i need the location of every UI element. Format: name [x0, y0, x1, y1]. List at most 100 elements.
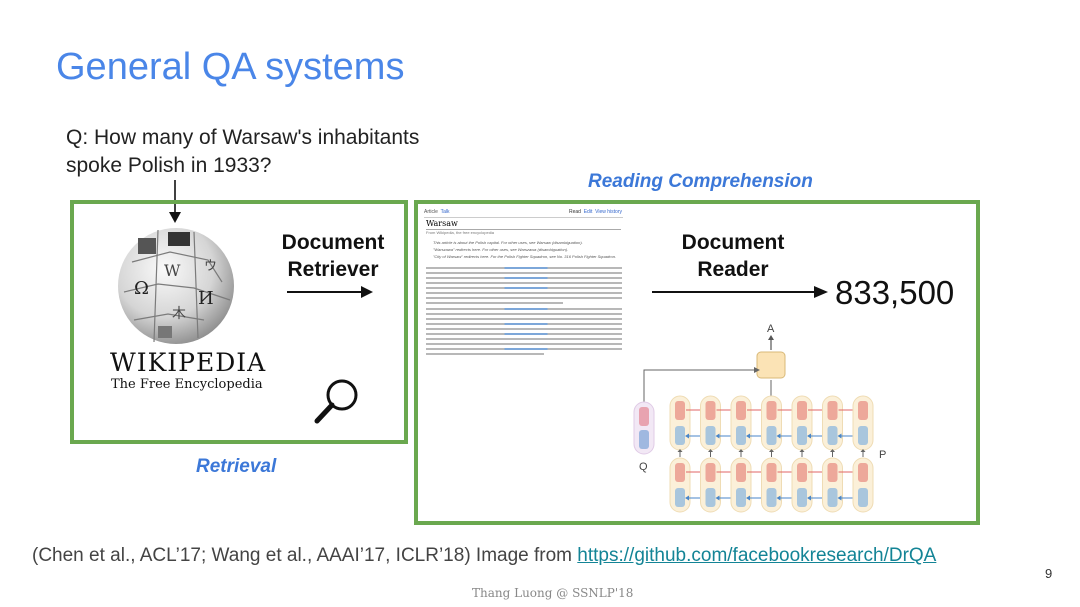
- wiki-tab-article: Article: [424, 209, 438, 215]
- wikipedia-article-thumbnail: Article Talk Read Edit View history Wars…: [421, 207, 626, 359]
- document-reader-line-1: Document: [681, 231, 785, 254]
- wiki-paragraph-2: [426, 308, 622, 358]
- backward-state: [736, 426, 746, 445]
- retrieval-label: Retrieval: [196, 456, 277, 477]
- wiki-tab-talk: Talk: [440, 209, 450, 215]
- backward-state: [797, 488, 807, 507]
- layer-arrowhead: [769, 449, 774, 452]
- backward-arrowhead: [746, 495, 750, 501]
- backward-arrowhead: [807, 433, 811, 439]
- wiki-title-divider: [426, 229, 621, 230]
- forward-state: [766, 401, 777, 420]
- document-retriever-line-2: Retriever: [287, 258, 379, 281]
- wiki-tabs-left: Article Talk: [424, 209, 450, 215]
- wikipedia-wordmark: WIKIPEDIA: [110, 348, 267, 377]
- question-arrow-icon: [169, 180, 181, 223]
- backward-arrowhead: [715, 495, 720, 501]
- forward-state: [827, 463, 838, 482]
- backward-state: [858, 426, 868, 445]
- retrieval-box: [70, 200, 408, 444]
- layer-arrowhead: [860, 449, 866, 452]
- layer-arrowhead: [830, 449, 835, 452]
- forward-state: [858, 463, 868, 482]
- backward-arrowhead: [776, 495, 781, 501]
- drqa-link[interactable]: https://github.com/facebookresearch/DrQA: [577, 545, 937, 566]
- backward-state: [766, 488, 777, 507]
- forward-state: [736, 463, 746, 482]
- svg-text:ウ: ウ: [204, 259, 217, 274]
- backward-arrowhead: [837, 495, 842, 501]
- backward-arrowhead: [837, 433, 842, 439]
- backward-state: [858, 488, 868, 507]
- forward-state: [858, 401, 868, 420]
- layer-arrowhead: [677, 449, 683, 452]
- citation-text: (Chen et al., ACL’17; Wang et al., AAAI’…: [32, 545, 578, 566]
- svg-text:木: 木: [172, 306, 186, 322]
- wiki-paragraph-1: [426, 267, 622, 307]
- backward-state: [705, 426, 716, 445]
- reading-comprehension-label: Reading Comprehension: [588, 171, 813, 192]
- wikipedia-globe-icon: Ω И W 木 ウ: [118, 228, 234, 344]
- forward-state: [705, 463, 716, 482]
- backward-arrowhead: [715, 433, 720, 439]
- wiki-article-title: Warsaw: [426, 219, 458, 228]
- forward-state: [675, 463, 685, 482]
- wiki-tabs-right: Read Edit View history: [569, 209, 622, 215]
- backward-state: [827, 426, 838, 445]
- reader-network-diagram: A Q P: [633, 323, 886, 513]
- backward-arrowhead: [807, 495, 811, 501]
- wiki-tab-read: Read: [568, 209, 581, 215]
- forward-state: [675, 401, 685, 420]
- document-reader-line-2: Reader: [697, 258, 769, 281]
- forward-state: [766, 463, 777, 482]
- document-retriever-label: Document Retriever: [258, 229, 408, 283]
- backward-arrowhead: [685, 495, 689, 501]
- backward-state: [705, 488, 716, 507]
- backward-state: [766, 426, 777, 445]
- wiki-hatnote-1: This article is about the Polish capital…: [433, 240, 583, 245]
- document-retriever-line-1: Document: [281, 231, 385, 254]
- backward-state: [675, 488, 685, 507]
- page-number: 9: [1045, 566, 1053, 581]
- output-node: [756, 351, 786, 379]
- layer-arrowhead: [708, 449, 713, 452]
- svg-text:W: W: [164, 261, 181, 280]
- wiki-hatnote-3: "City of Warsaw" redirects here. For the…: [433, 254, 617, 259]
- retriever-arrow-icon: [287, 286, 373, 298]
- backward-arrowhead: [685, 433, 689, 439]
- document-reader-label: Document Reader: [658, 229, 808, 283]
- question-connector: [643, 369, 757, 404]
- forward-state: [797, 463, 807, 482]
- backward-state: [736, 488, 746, 507]
- question-line-1: Q: How many of Warsaw's inhabitants: [66, 126, 420, 149]
- backward-arrowhead: [746, 433, 750, 439]
- label-q: Q: [639, 461, 648, 473]
- wiki-from-line: From Wikipedia, the free encyclopedia: [426, 230, 495, 235]
- svg-text:Ω: Ω: [134, 278, 149, 299]
- answer-text: 833,500: [835, 274, 955, 311]
- label-a: A: [767, 323, 775, 335]
- citation: (Chen et al., ACL’17; Wang et al., AAAI’…: [32, 545, 936, 567]
- reader-arrow-icon: [652, 286, 828, 298]
- backward-arrowhead: [776, 433, 781, 439]
- backward-state: [827, 488, 838, 507]
- footer-text: Thang Luong @ SSNLP'18: [472, 586, 634, 600]
- question-text: Q: How many of Warsaw's inhabitants spok…: [66, 124, 486, 180]
- wiki-tab-edit: Edit: [583, 209, 593, 215]
- wiki-tab-history: View history: [595, 209, 622, 215]
- reading-comprehension-box: [414, 200, 980, 525]
- label-p: P: [879, 449, 886, 461]
- wiki-hatnote-2: "Warszawa" redirects here. For other use…: [433, 247, 569, 252]
- layer-arrowhead: [738, 449, 744, 452]
- forward-state: [827, 401, 838, 420]
- wiki-tab-divider: [424, 217, 623, 218]
- svg-text:И: И: [198, 288, 214, 309]
- wikipedia-tagline: The Free Encyclopedia: [111, 377, 263, 392]
- slide-title: General QA systems: [56, 46, 405, 88]
- question-line-2: spoke Polish in 1933?: [66, 154, 272, 177]
- forward-state: [797, 401, 807, 420]
- magnifier-icon: [314, 379, 358, 424]
- forward-state: [705, 401, 716, 420]
- passage-encoder-grid: [669, 395, 874, 513]
- forward-state: [736, 401, 746, 420]
